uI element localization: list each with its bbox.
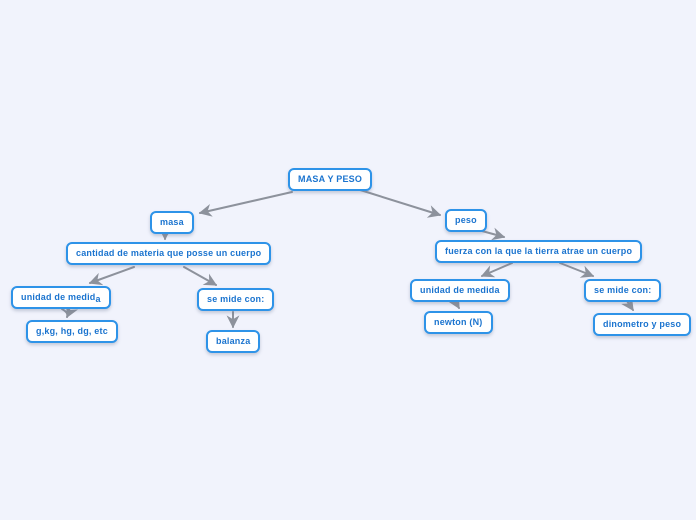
node-masa-y-peso[interactable]: MASA Y PESO (288, 168, 373, 191)
connector-fuerza-semide (559, 262, 595, 278)
node-se-mide-con-peso[interactable]: se mide con: (584, 279, 662, 302)
connector-fuerza-unidad (480, 262, 513, 278)
node-cantidad-de-materia[interactable]: cantidad de materia que posse un cuerpo (66, 242, 272, 265)
node-unidades-g-kg[interactable]: g,kg, hg, dg, etc (26, 320, 118, 343)
node-balanza[interactable]: balanza (206, 330, 261, 353)
node-label: unidad de medid (21, 292, 96, 302)
node-se-mide-con-masa[interactable]: se mide con: (197, 288, 275, 311)
node-dinometro-y-peso[interactable]: dinometro y peso (593, 313, 692, 336)
node-peso[interactable]: peso (445, 209, 487, 232)
connector-cantidad-semide (183, 266, 218, 286)
connector-semide-dinometro (621, 296, 634, 312)
connector-cantidad-unidad (88, 266, 135, 286)
connector-root-peso (356, 188, 442, 218)
node-fuerza-tierra[interactable]: fuerza con la que la tierra atrae un cue… (435, 240, 643, 263)
connector-unidad-gkg (61, 303, 79, 319)
node-newton[interactable]: newton (N) (424, 311, 493, 334)
connector-unidad-newton (447, 294, 460, 310)
node-unidad-de-medida-peso[interactable]: unidad de medida (410, 279, 510, 302)
node-masa[interactable]: masa (150, 211, 194, 234)
connector-root-masa (198, 191, 293, 217)
node-unidad-de-medida-masa[interactable]: unidad de medida (11, 286, 111, 309)
node-label-subscript: a (95, 294, 101, 304)
connector-peso-fuerza (481, 227, 506, 241)
